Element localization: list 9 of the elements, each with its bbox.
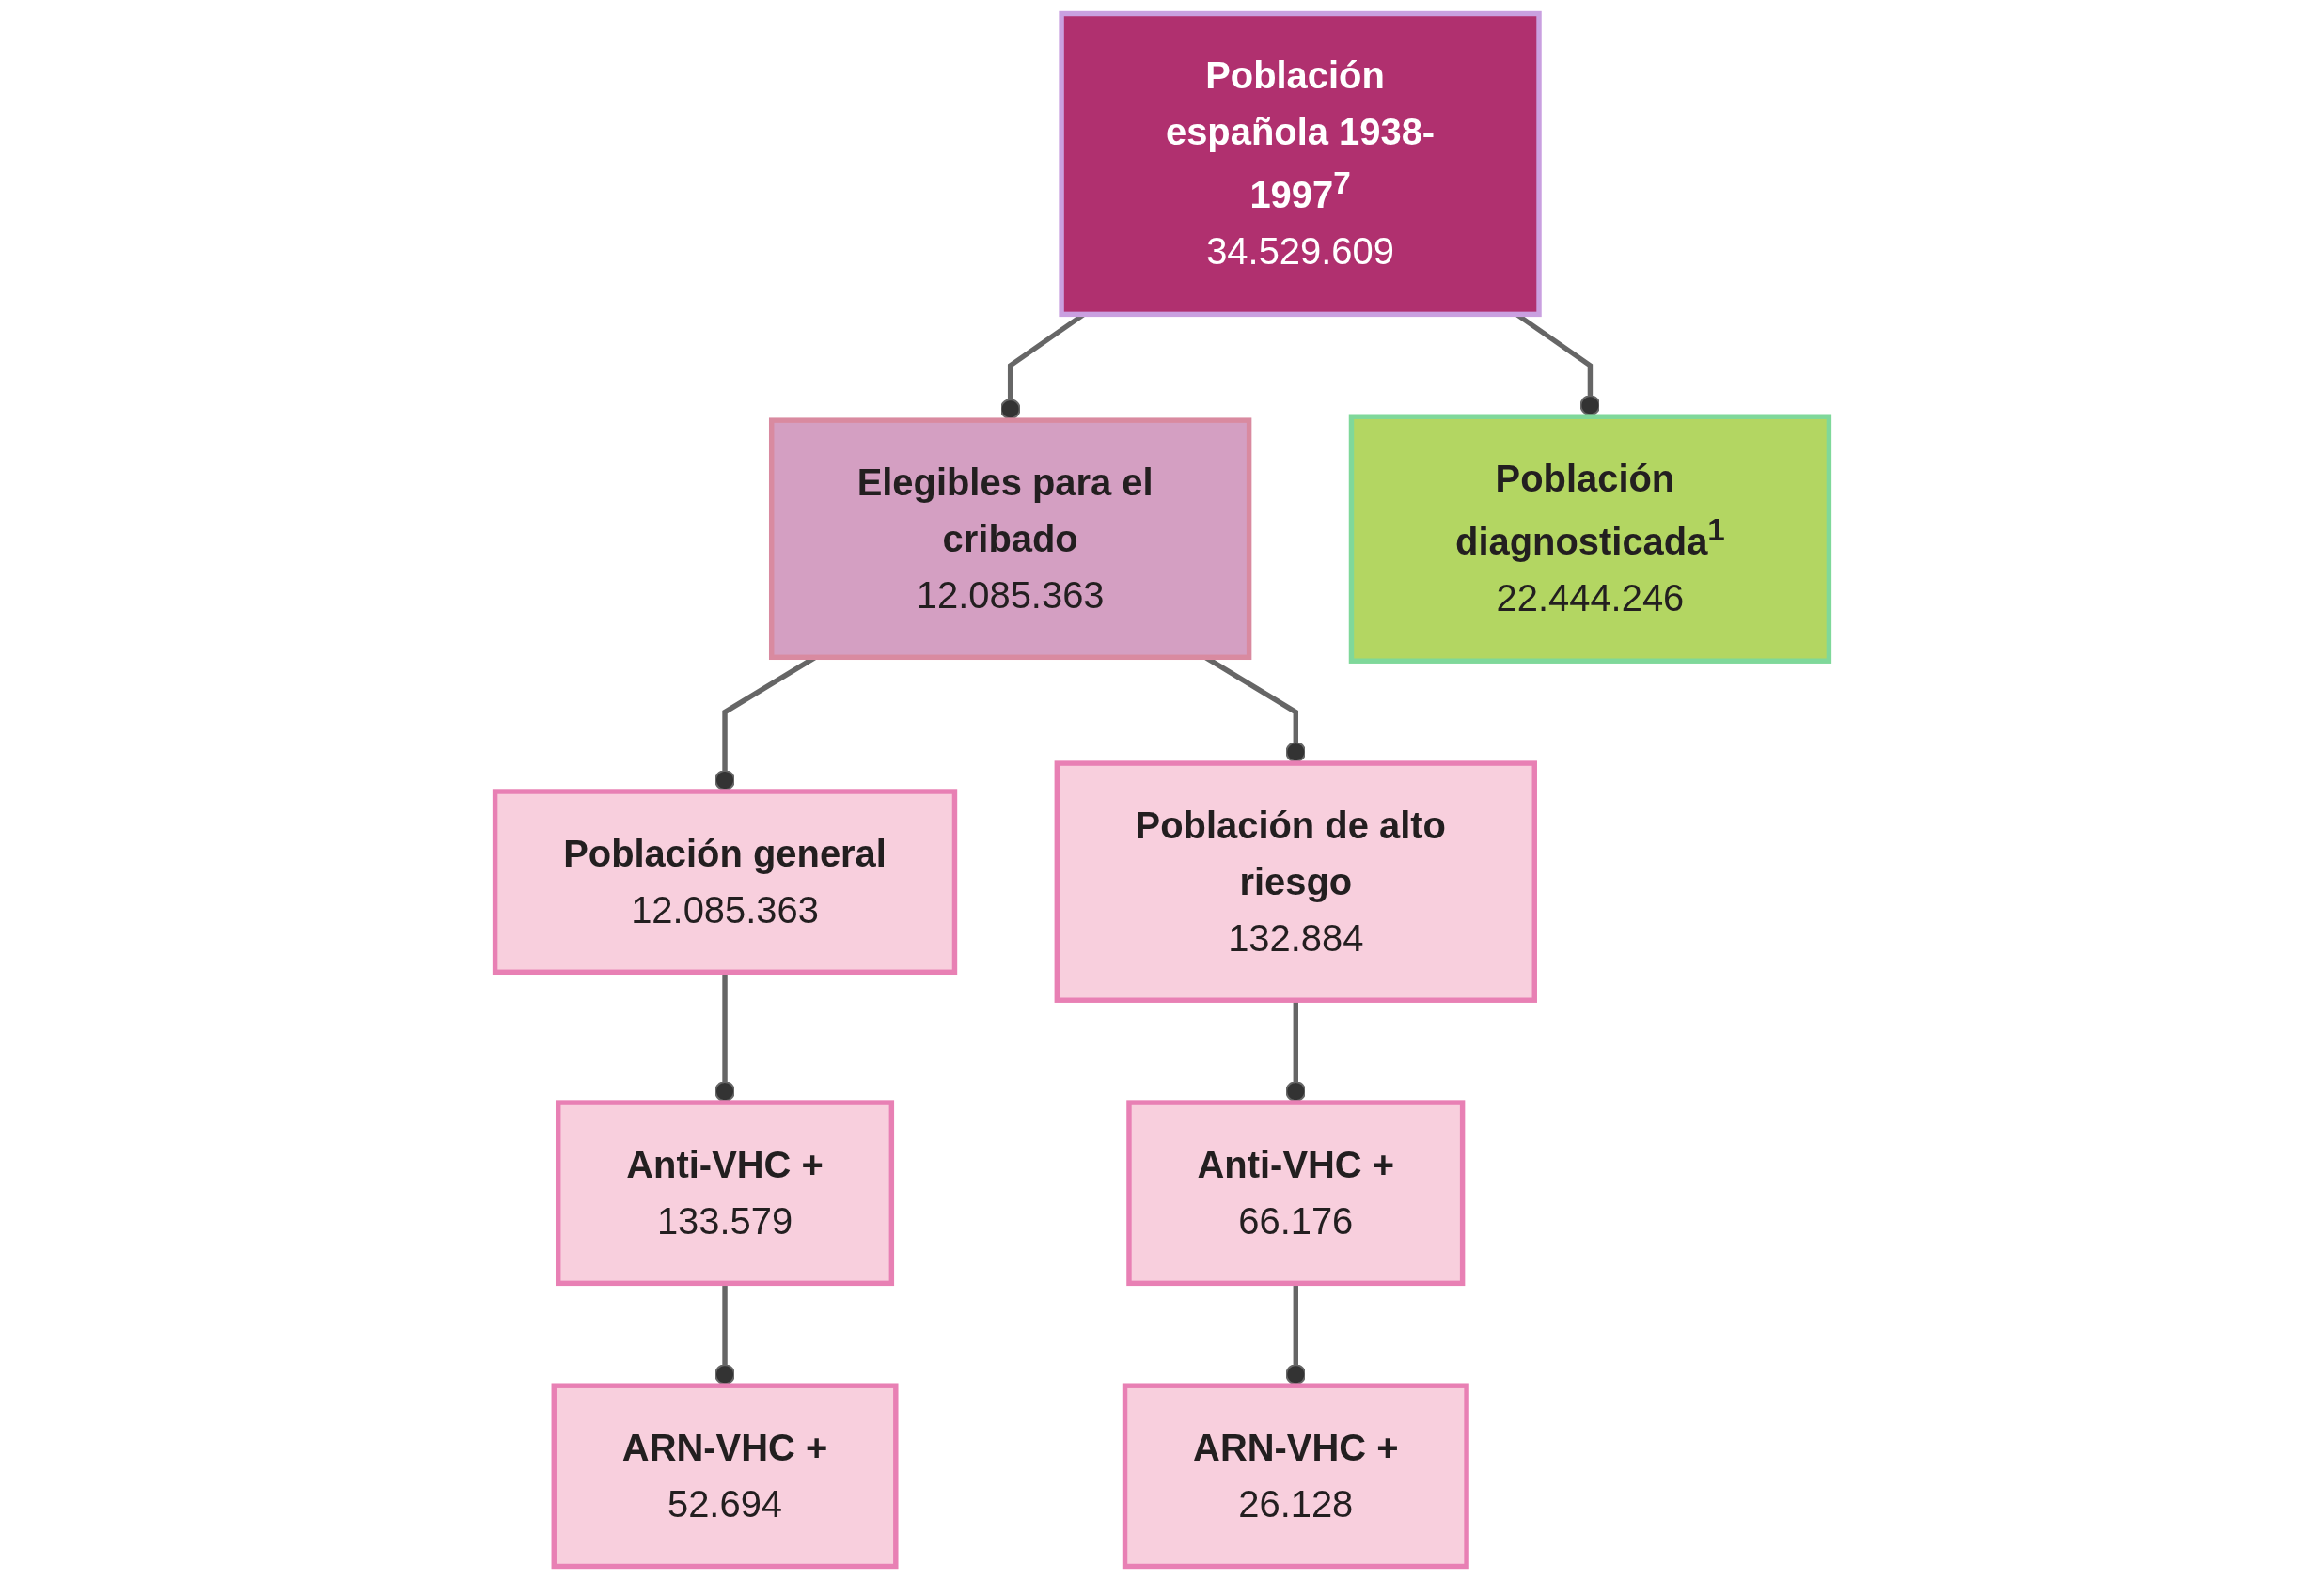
node-box: Población diagnosticada$^{1}$ 22.444.246	[1348, 414, 1832, 664]
node-box: Población general 12.085.363	[492, 789, 958, 975]
node-box: ARN-VHC + 26.128	[1122, 1383, 1469, 1570]
node-box: ARN-VHC + 52.694	[551, 1383, 899, 1570]
node-box: Población de alto riesgo 132.884	[1054, 760, 1537, 1003]
node-box: Elegibles para el cribado 12.085.363	[769, 417, 1252, 660]
node-box: Población española 1938-1997$^{7}$ 34.529.609	[1059, 10, 1542, 318]
node-box: Anti-VHC + 66.176	[1126, 1100, 1466, 1287]
node-box: Anti-VHC + 133.579	[556, 1100, 895, 1287]
